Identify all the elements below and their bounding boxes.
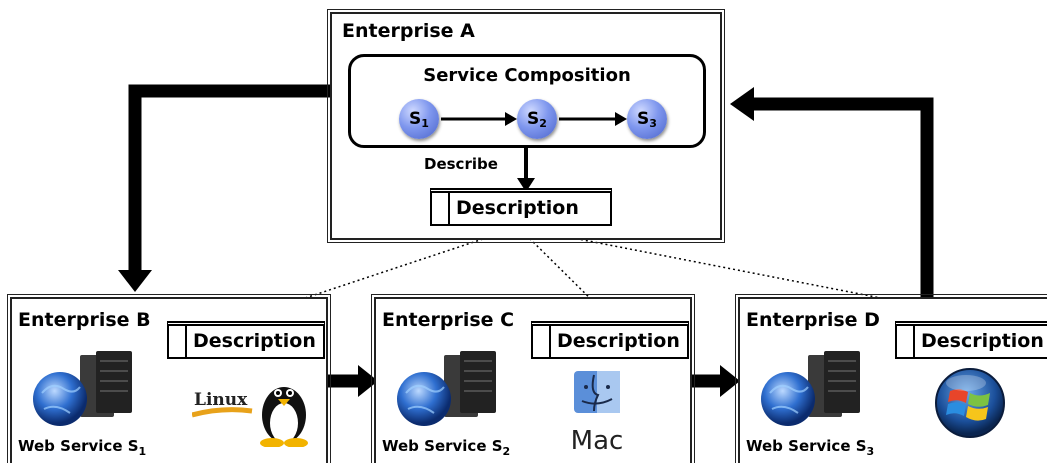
description-a-label: Description — [456, 197, 579, 219]
enterprise-c-box: Enterprise C Description Mac Web Service… — [371, 294, 695, 463]
web-service-s3-sub: 3 — [866, 445, 875, 458]
description-c: Description — [531, 321, 689, 359]
web-service-s3-label: Web Service S3 — [746, 437, 874, 458]
arrow-a-to-b — [118, 84, 333, 292]
arrow-s1-s2 — [505, 112, 517, 126]
linux-tux-icon: Linux — [192, 387, 308, 447]
globe-server-icon — [397, 351, 496, 426]
web-service-s1-text: Web Service S — [18, 437, 139, 455]
description-c-label: Description — [557, 330, 680, 352]
web-service-s1-sub: 1 — [138, 445, 147, 458]
description-d: Description — [895, 321, 1047, 359]
mac-text: Mac — [571, 426, 624, 455]
web-service-s1-label: Web Service S1 — [18, 437, 146, 458]
description-d-tab — [897, 326, 915, 357]
enterprise-b-box: Enterprise B Description Linux Web Servi… — [7, 294, 331, 463]
description-b-tab — [169, 326, 187, 357]
node-s3-label: S — [637, 109, 650, 129]
describe-label: Describe — [424, 155, 498, 173]
description-b-label: Description — [193, 330, 316, 352]
arrow-d-to-a — [730, 87, 934, 297]
web-service-s2-sub: 2 — [502, 445, 511, 458]
arrow-b-to-c — [328, 365, 378, 397]
composition-arrows — [441, 112, 627, 126]
description-a-tab — [432, 193, 450, 224]
web-service-s2-text: Web Service S — [382, 437, 503, 455]
description-b: Description — [167, 321, 325, 359]
service-composition-title: Service Composition — [423, 65, 631, 86]
enterprise-c-title: Enterprise C — [382, 309, 515, 331]
enterprise-b-title: Enterprise B — [18, 309, 151, 331]
globe-server-icon — [761, 351, 860, 426]
linux-text: Linux — [194, 390, 248, 410]
describe-arrow — [517, 148, 535, 192]
enterprise-d-title: Enterprise D — [746, 309, 880, 331]
globe-server-icon — [33, 351, 132, 426]
description-d-label: Description — [921, 330, 1044, 352]
web-service-s2-label: Web Service S2 — [382, 437, 510, 458]
description-a: Description — [430, 188, 612, 226]
enterprise-a-title: Enterprise A — [342, 20, 475, 42]
node-s2-sub: 2 — [539, 116, 547, 130]
description-c-tab — [533, 326, 551, 357]
node-s2-label: S — [527, 109, 540, 129]
node-s3-sub: 3 — [649, 116, 657, 130]
arrow-s2-s3 — [615, 112, 627, 126]
node-s1-label: S — [409, 109, 422, 129]
mac-finder-icon: Mac — [571, 371, 624, 455]
web-service-s3-text: Web Service S — [746, 437, 867, 455]
windows-logo-icon — [935, 368, 1005, 438]
enterprise-d-box: Enterprise D Description Web Service S3 — [735, 294, 1047, 463]
arrow-c-to-d — [692, 365, 740, 397]
node-s1-sub: 1 — [421, 116, 429, 130]
